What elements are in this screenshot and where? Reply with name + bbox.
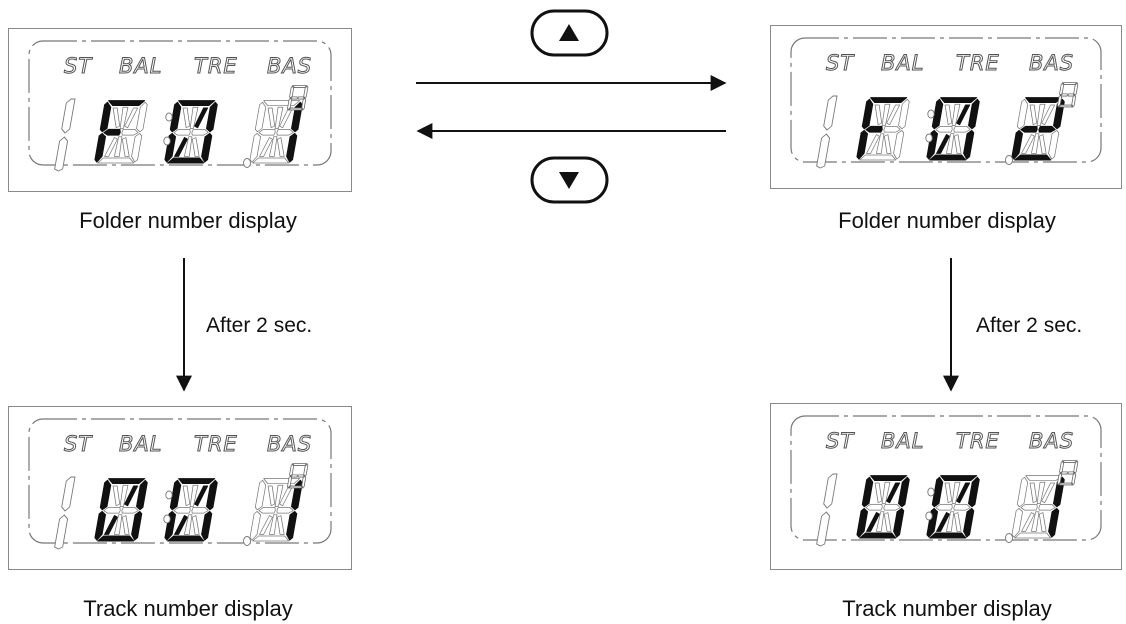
up-button[interactable] xyxy=(530,9,609,57)
lcd-indicator-bas: BAS xyxy=(1029,429,1074,453)
lcd-indicator-bas: BAS xyxy=(1029,51,1074,75)
track-caption-left: Track number display xyxy=(83,596,293,621)
lcd-digit-3 xyxy=(1011,97,1065,161)
lcd-indicator-bal: BAL xyxy=(119,432,162,456)
lcd-digit-1 xyxy=(94,100,148,164)
lcd-indicator-st: ST xyxy=(64,54,93,78)
delay-note-right: After 2 sec. xyxy=(976,314,1083,337)
track-display-left: ST BAL TRE BAS xyxy=(8,406,352,570)
lcd-indicator-bas: BAS xyxy=(267,54,312,78)
lcd-digit-2 xyxy=(164,100,218,164)
lcd-indicator-tre: TRE xyxy=(956,429,1000,453)
folder-caption-right: Folder number display xyxy=(838,208,1056,233)
lcd-indicator-bal: BAL xyxy=(881,51,924,75)
folder-caption-left: Folder number display xyxy=(79,208,297,233)
lcd-indicator-tre: TRE xyxy=(956,51,1000,75)
lcd-digit-1 xyxy=(94,478,148,542)
lcd-digit-2 xyxy=(926,97,980,161)
lcd-indicator-tre: TRE xyxy=(194,432,238,456)
lcd-panel: ST BAL TRE BAS xyxy=(790,415,1102,547)
lcd-indicator-bal: BAL xyxy=(881,429,924,453)
lcd-indicator-st: ST xyxy=(826,51,855,75)
lcd-digit-1 xyxy=(856,475,910,539)
lcd-digit-2 xyxy=(926,475,980,539)
delay-note-left: After 2 sec. xyxy=(206,314,313,337)
lcd-panel: ST BAL TRE BAS xyxy=(28,418,332,550)
lcd-indicator-bal: BAL xyxy=(119,54,162,78)
lcd-panel: ST BAL TRE BAS xyxy=(28,40,332,172)
track-caption-right: Track number display xyxy=(842,596,1052,621)
lcd-indicator-st: ST xyxy=(826,429,855,453)
lcd-indicator-bas: BAS xyxy=(267,432,312,456)
folder-display-right: ST BAL TRE BAS xyxy=(770,25,1122,189)
lcd-digit-3 xyxy=(1011,475,1065,539)
triangle-up-icon xyxy=(559,24,579,41)
lcd-digit-1 xyxy=(856,97,910,161)
track-display-right: ST BAL TRE BAS xyxy=(770,403,1122,570)
lcd-panel: ST BAL TRE BAS xyxy=(790,37,1102,169)
folder-display-left: ST BAL TRE BAS xyxy=(8,28,352,192)
lcd-digit-3 xyxy=(249,478,303,542)
down-button[interactable] xyxy=(530,156,609,204)
triangle-down-icon xyxy=(559,172,579,189)
lcd-digit-2 xyxy=(164,478,218,542)
lcd-indicator-tre: TRE xyxy=(194,54,238,78)
lcd-indicator-st: ST xyxy=(64,432,93,456)
